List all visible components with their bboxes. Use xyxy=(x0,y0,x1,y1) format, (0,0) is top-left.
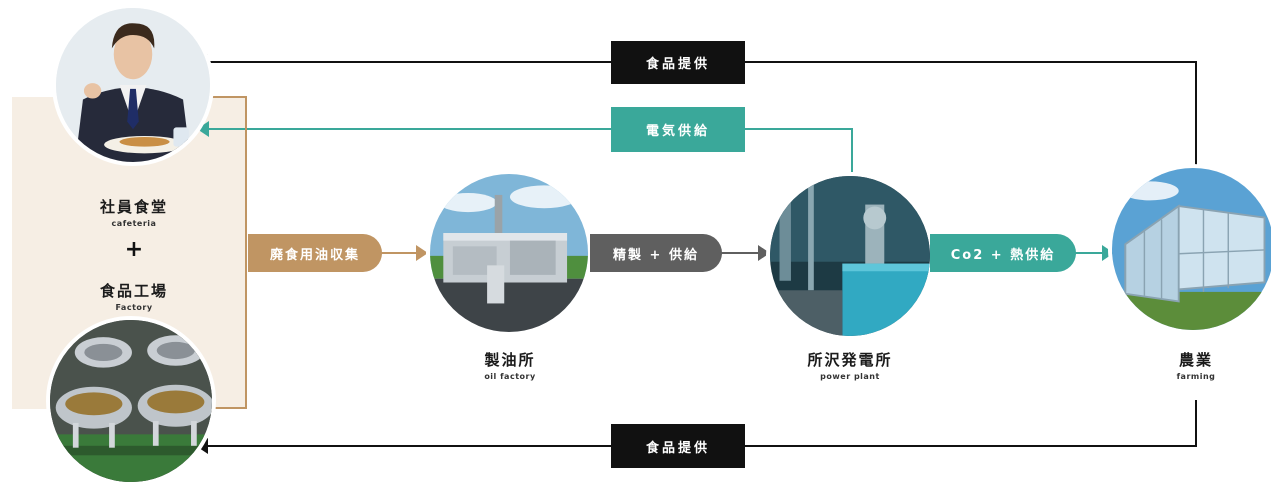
food-factory-image xyxy=(46,316,216,486)
farming-image xyxy=(1108,164,1271,334)
oil-factory-icon xyxy=(430,174,588,332)
power-plant-en-label: power plant xyxy=(820,372,880,381)
waste-oil-collection-pill: 廃食用油収集 xyxy=(248,234,382,272)
factory-label: 食品工場 xyxy=(99,282,168,300)
power-plant-icon xyxy=(770,176,930,336)
food-supply-top-box: 食品提供 xyxy=(611,41,745,84)
co2-heat-supply-pill: Co2 + 熱供給 xyxy=(930,234,1076,272)
oil-factory-en-label: oil factory xyxy=(484,372,536,381)
food-factory-icon xyxy=(50,320,212,482)
oil-factory-label: 製油所 xyxy=(484,351,536,369)
cafeteria-en-label: cafeteria xyxy=(111,219,157,228)
farming-en-label: farming xyxy=(1176,372,1216,381)
plus-sign: + xyxy=(124,237,144,262)
food-supply-bottom-line xyxy=(206,400,1197,447)
cafeteria-image xyxy=(52,4,214,166)
power-plant-image xyxy=(766,172,934,340)
waste-oil-bracket xyxy=(210,96,247,409)
cafeteria-worker-icon xyxy=(56,8,210,162)
electricity-supply-box: 電気供給 xyxy=(611,107,745,152)
oil-factory-image xyxy=(426,170,592,336)
power-plant-label: 所沢発電所 xyxy=(807,351,893,369)
factory-en-label: Factory xyxy=(115,303,153,312)
farming-label: 農業 xyxy=(1178,351,1213,369)
food-supply-top-line xyxy=(206,61,1197,165)
refine-supply-pill: 精製 + 供給 xyxy=(590,234,722,272)
refine-arrowhead xyxy=(758,245,770,261)
cafeteria-label: 社員食堂 xyxy=(99,198,168,216)
food-supply-bottom-box: 食品提供 xyxy=(611,424,745,468)
electricity-line xyxy=(208,128,853,172)
greenhouse-icon xyxy=(1112,168,1271,330)
waste-oil-arrowhead xyxy=(416,245,428,261)
